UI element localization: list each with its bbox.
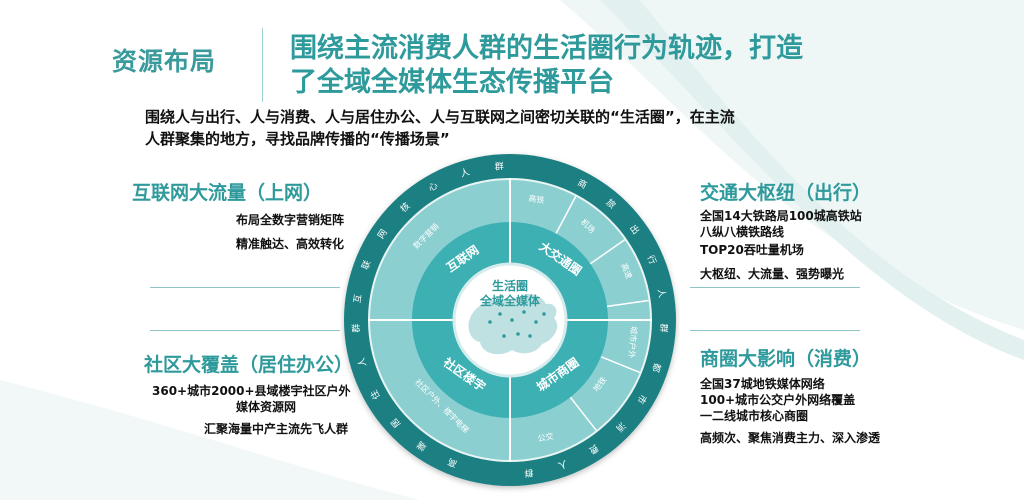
- map-dot: [528, 334, 532, 338]
- outer-item-city-outdoor: 城市户外: [627, 326, 640, 359]
- transport-line-1: 全国14大铁路局100城高铁站: [700, 209, 862, 223]
- transport-block-title: 交通大枢纽（出行）: [700, 182, 872, 204]
- right-divider-top: [690, 287, 860, 288]
- ring-char-residential-audience: 高: [446, 456, 459, 471]
- map-dot: [542, 312, 546, 316]
- ring-char-residential-audience: 群: [350, 323, 362, 333]
- map-dot: [502, 334, 506, 338]
- outer-divider-line: [600, 356, 641, 374]
- map-dot: [516, 332, 520, 336]
- transport-line-2: 八纵八横铁路线: [700, 225, 785, 239]
- outer-divider-line: [569, 396, 597, 431]
- community-line-1: 360+城市2000+县域楼宇社区户外: [152, 384, 351, 398]
- business-line-1: 全国37城地铁媒体网络: [700, 377, 825, 391]
- intro-line-2: 人群聚集的地方，寻找品牌传播的“传播场景”: [145, 130, 450, 148]
- left-divider-bottom: [150, 330, 340, 331]
- transport-line-3: TOP20吞吐量机场: [700, 243, 804, 257]
- headline-line-1: 围绕主流消费人群的生活圈行为轨迹，打造: [290, 33, 803, 64]
- map-dot: [534, 320, 538, 324]
- map-dot: [522, 310, 526, 314]
- left-divider-top: [150, 287, 340, 288]
- map-dot: [488, 320, 492, 324]
- outer-item-bus: 公交: [537, 431, 554, 444]
- transport-line-4: 大枢纽、大流量、强势曝光: [700, 267, 845, 281]
- map-dot: [510, 318, 514, 322]
- internet-block-title: 互联网大流量（上网）: [132, 182, 323, 204]
- internet-line-2: 精准触达、高效转化: [236, 237, 345, 251]
- ring-char-urban-consumer: 人: [556, 458, 568, 471]
- ring-char-internet-audience: 群: [494, 160, 504, 173]
- title-divider: [262, 28, 263, 102]
- ring-char-urban-consumer: 都: [649, 361, 662, 373]
- business-block-title: 商圈大影响（消费）: [700, 348, 872, 370]
- community-line-2: 媒体资源网: [236, 400, 297, 414]
- outer-divider-line: [589, 239, 626, 265]
- right-divider-bottom: [690, 330, 860, 331]
- outer-divider-line: [606, 299, 649, 308]
- map-network-dots: [488, 310, 546, 338]
- page-headline: 围绕主流消费人群的生活圈行为轨迹，打造 了全域全媒体生态传播平台: [290, 32, 930, 100]
- ring-char-internet-audience: 互: [352, 293, 364, 303]
- intro-paragraph: 围绕人与出行、人与消费、人与居住办公、人与互联网之间密切关联的“生活圈”，在主流…: [145, 106, 865, 150]
- ring-char-travel-audience: 行: [645, 253, 660, 266]
- intro-line-1: 围绕人与出行、人与消费、人与居住办公、人与互联网之间密切关联的“生活圈”，在主流: [145, 108, 735, 126]
- ring-char-residential-audience: 人: [356, 356, 369, 368]
- life-circle-diagram: 生活圈 全域全媒体 互联网 大交通圈 社区楼宇 城市商圈 数字营销 高铁 机场 …: [344, 154, 676, 486]
- internet-line-1: 布局全数字营销矩阵: [236, 213, 345, 227]
- community-block-title: 社区大覆盖（居住办公）: [144, 354, 354, 376]
- ring-char-travel-audience: 群: [658, 323, 670, 333]
- ring-char-urban-consumer: 群: [524, 466, 534, 479]
- ring-char-internet-audience: 人: [459, 167, 471, 180]
- center-label-2: 全域全媒体: [479, 293, 541, 308]
- center-label-1: 生活圈: [492, 278, 528, 293]
- china-map-icon: [468, 293, 558, 355]
- business-line-2: 100+城市公交户外网络覆盖: [700, 393, 856, 407]
- headline-line-2: 了全域全媒体生态传播平台: [290, 67, 614, 98]
- ring-char-travel-audience: 人: [655, 288, 667, 299]
- section-label: 资源布局: [112, 47, 217, 76]
- business-line-3: 一二线城市核心商圈: [700, 409, 809, 423]
- community-line-3: 汇聚海量中产主流先飞人群: [204, 422, 349, 436]
- map-dot: [498, 312, 502, 316]
- outer-item-hsr: 高铁: [528, 193, 545, 205]
- business-line-4: 高频次、聚焦消费主力、深入渗透: [700, 431, 881, 445]
- outer-divider-line: [555, 196, 577, 234]
- ring-char-internet-audience: 联: [360, 259, 374, 271]
